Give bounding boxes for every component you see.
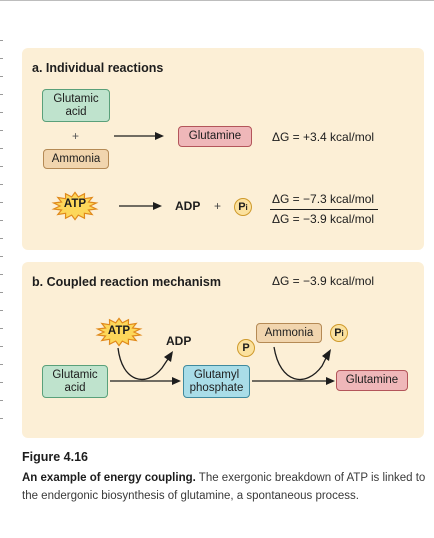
glutamyl-phosphate-box: Glutamyl phosphate — [183, 365, 250, 398]
panel-b-title: b. Coupled reaction mechanism — [32, 275, 221, 289]
edge-tick — [0, 202, 3, 203]
arrow-head-glutamine-b — [326, 377, 335, 385]
arrow-head-glutamyl — [172, 377, 181, 385]
figure-number: Figure 4.16 — [22, 450, 88, 464]
edge-tick — [0, 292, 3, 293]
atp-label: ATP — [63, 198, 87, 210]
page-edge-marks — [0, 40, 4, 440]
edge-tick — [0, 94, 3, 95]
edge-tick — [0, 40, 3, 41]
panel-individual-reactions: a. Individual reactions Glutamic acid + … — [22, 48, 424, 250]
caption-text: The exergonic breakdown of ATP is linked… — [22, 472, 426, 502]
glutamine-box-b: Glutamine — [336, 370, 408, 391]
edge-tick — [0, 382, 3, 383]
figure-caption: An example of energy coupling. The exerg… — [22, 469, 426, 505]
panel-coupled-reaction: b. Coupled reaction mechanism ΔG = −3.9 … — [22, 262, 424, 438]
edge-tick — [0, 148, 3, 149]
glutamic-acid-box: Glutamic acid — [42, 89, 110, 122]
arrow-head-pi-b — [322, 349, 331, 361]
glutamic-acid-label-b: Glutamic acid — [52, 368, 98, 394]
edge-tick — [0, 418, 3, 419]
arrow-head-glutamine — [155, 132, 164, 140]
edge-tick — [0, 364, 3, 365]
edge-tick — [0, 400, 3, 401]
edge-tick — [0, 166, 3, 167]
ammonia-label: Ammonia — [51, 152, 101, 165]
glutamic-acid-label: Glutamic acid — [53, 92, 99, 118]
adp-label: ADP — [175, 199, 201, 213]
atp-label-b: ATP — [107, 325, 131, 337]
glutamyl-phosphate-label: Glutamyl phosphate — [189, 368, 244, 394]
phosphate-group-icon: P — [237, 339, 255, 357]
glutamic-acid-box-b: Glutamic acid — [42, 365, 108, 398]
adp-label-b: ADP — [166, 334, 192, 348]
delta-g-glutamine: ΔG = +3.4 kcal/mol — [272, 130, 375, 144]
ammonia-label-b: Ammonia — [264, 326, 314, 339]
ammonia-box-b: Ammonia — [256, 323, 322, 343]
edge-tick — [0, 238, 3, 239]
edge-tick — [0, 346, 3, 347]
top-rule — [0, 0, 434, 1]
plus-sign: + — [72, 129, 80, 143]
caption-lead: An example of energy coupling. — [22, 472, 196, 484]
panel-a-title: a. Individual reactions — [32, 61, 164, 75]
arrow-head-adp-b — [164, 351, 173, 362]
edge-tick — [0, 76, 3, 77]
glutamine-box: Glutamine — [178, 126, 252, 147]
edge-tick — [0, 328, 3, 329]
edge-tick — [0, 220, 3, 221]
edge-tick — [0, 274, 3, 275]
edge-tick — [0, 130, 3, 131]
curve-atp-adp — [117, 347, 171, 381]
edge-tick — [0, 58, 3, 59]
plus-sign-2: + — [214, 199, 222, 213]
edge-tick — [0, 256, 3, 257]
glutamine-label: Glutamine — [188, 130, 242, 142]
panel-b-arrows — [95, 317, 335, 385]
atp-starburst-icon-b — [95, 317, 143, 347]
delta-g-net: ΔG = −3.9 kcal/mol — [272, 212, 375, 226]
ammonia-box: Ammonia — [43, 149, 109, 169]
edge-tick — [0, 184, 3, 185]
glutamine-label-b: Glutamine — [345, 374, 399, 386]
panel-a-arrows — [51, 132, 164, 221]
arrow-head-adp — [153, 202, 162, 210]
edge-tick — [0, 310, 3, 311]
sum-rule — [270, 209, 378, 210]
atp-starburst-icon — [51, 191, 99, 221]
delta-g-coupled: ΔG = −3.9 kcal/mol — [272, 274, 375, 288]
curve-ammonia-pi — [273, 346, 329, 381]
edge-tick — [0, 112, 3, 113]
delta-g-atp: ΔG = −7.3 kcal/mol — [272, 192, 375, 206]
